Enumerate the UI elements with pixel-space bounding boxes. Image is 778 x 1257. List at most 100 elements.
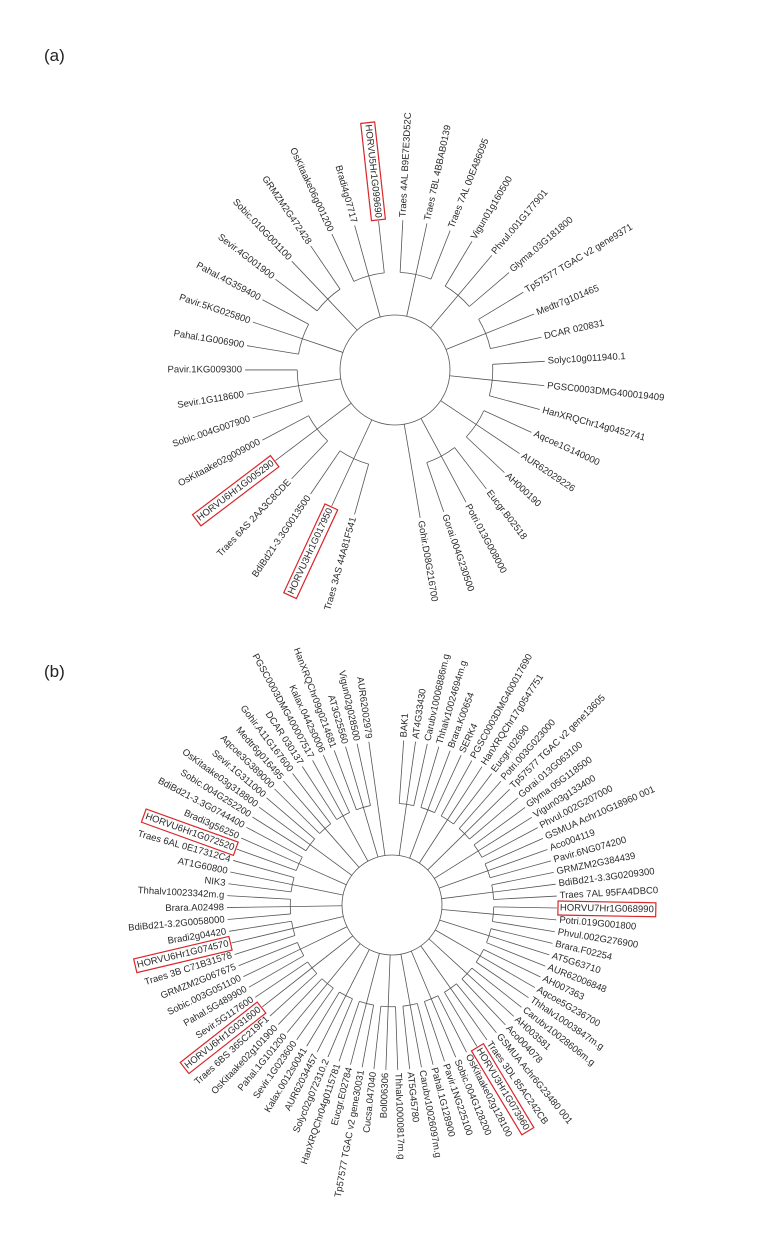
internal-branch: [316, 402, 352, 430]
leaf-branch: [378, 220, 385, 273]
internal-branch: [362, 807, 379, 858]
leaf-branch: [492, 921, 555, 933]
leaf-branch: [258, 806, 311, 845]
leaf-branch: [473, 807, 526, 846]
leaf-branch: [420, 746, 440, 808]
leaf-branch: [483, 949, 541, 978]
internal-branch: [377, 804, 386, 856]
leaf-branch: [430, 230, 451, 280]
root-ring: [339, 314, 451, 426]
leaf-label: Sobic.004G007900: [171, 414, 252, 450]
leaf-branch: [278, 978, 323, 1025]
leaf-branch: [490, 336, 542, 350]
leaf-branch: [447, 766, 483, 820]
leaf-branch: [275, 278, 318, 312]
leaf-branch: [456, 983, 497, 1033]
leaf-branch: [491, 872, 554, 886]
internal-branch: [449, 375, 493, 381]
panel-a-label: (a): [44, 46, 65, 65]
leaf-branch: [291, 440, 328, 480]
leaf-branch: [493, 913, 557, 921]
leaf-branch: [310, 245, 341, 290]
leaf-branch: [461, 978, 506, 1026]
leaf-branch: [331, 233, 355, 282]
leaf-branch: [395, 1006, 399, 1070]
leaf-label: AT5G45780: [404, 1071, 420, 1122]
leaf-branch: [385, 1006, 389, 1070]
leaf-label: Solyc10g011940.1: [547, 351, 626, 367]
highlight-box: [140, 808, 239, 857]
internal-branch: [409, 809, 429, 859]
tree-a: Traes 3AS 44A81F541HORVU3Hr1G017950BdiBd…: [168, 112, 665, 612]
leaf-branch: [316, 995, 347, 1053]
leaf-branch: [252, 400, 303, 419]
leaf-label: Pavir.1KG009300: [168, 364, 242, 375]
leaf-branch: [485, 313, 535, 334]
leaf-branch: [469, 272, 510, 307]
internal-branch: [438, 870, 488, 889]
leaf-branch: [440, 455, 467, 503]
leaf-branch: [471, 967, 522, 1008]
leaf-branch: [492, 360, 545, 365]
internal-branch: [434, 850, 479, 879]
internal-branch: [445, 333, 486, 350]
internal-branch: [292, 916, 344, 929]
leaf-branch: [296, 987, 334, 1040]
leaf-branch: [492, 379, 545, 387]
leaf-branch: [338, 1001, 360, 1062]
internal-branch: [290, 905, 343, 907]
internal-branch: [345, 949, 370, 996]
leaf-branch: [236, 848, 297, 871]
leaf-branch: [489, 860, 552, 879]
internal-branch: [292, 884, 344, 896]
leaf-label: Gohir.D08G216700: [415, 520, 440, 603]
leaf-label: Pahal.1G006900: [173, 328, 245, 350]
leaf-branch: [306, 991, 340, 1047]
leaf-branch: [333, 750, 357, 810]
leaf-branch: [233, 860, 295, 878]
leaf-branch: [283, 780, 326, 829]
leaf-label: Bol006306: [379, 1073, 392, 1119]
leaf-label: NIK3: [204, 875, 226, 889]
panel-b-label: (b): [44, 662, 65, 681]
leaf-branch: [399, 220, 404, 273]
leaf-branch: [416, 1003, 434, 1065]
leaf-branch: [228, 883, 292, 893]
leaf-branch: [492, 883, 556, 893]
internal-branch: [435, 929, 481, 957]
leaf-branch: [475, 961, 529, 998]
leaf-branch: [292, 773, 332, 825]
leaf-branch: [327, 998, 353, 1058]
leaf-label: PGSC0003DMG400019409: [547, 380, 665, 403]
leaf-branch: [310, 450, 341, 495]
internal-branch: [427, 833, 465, 871]
leaf-branch: [312, 760, 344, 817]
internal-branch: [300, 926, 348, 950]
leaf-branch: [291, 260, 329, 300]
leaf-branch: [354, 464, 370, 515]
leaf-branch: [230, 871, 293, 886]
leaf-branch: [427, 750, 451, 810]
leaf-branch: [252, 321, 303, 340]
internal-branch: [428, 938, 468, 974]
internal-branch: [353, 419, 373, 459]
leaf-branch: [484, 838, 544, 865]
leaf-branch: [356, 743, 371, 806]
leaf-branch: [246, 345, 299, 355]
leaf-branch: [275, 428, 318, 461]
leaf-branch: [478, 291, 524, 320]
internal-branch: [302, 338, 344, 353]
internal-branch: [327, 943, 361, 984]
internal-branch: [298, 378, 341, 387]
leaf-branch: [234, 935, 296, 955]
internal-branch: [366, 953, 380, 1004]
leaf-branch: [322, 754, 350, 813]
highlight-box: [191, 454, 280, 527]
leaf-label: Traes 7BL 4BBAB0139: [422, 124, 454, 222]
leaf-label: Gorai.004G230500: [439, 513, 476, 593]
leaf-branch: [262, 967, 313, 1008]
leaf-branch: [424, 1001, 445, 1062]
leaf-branch: [457, 255, 493, 296]
leaf-branch: [368, 741, 379, 805]
